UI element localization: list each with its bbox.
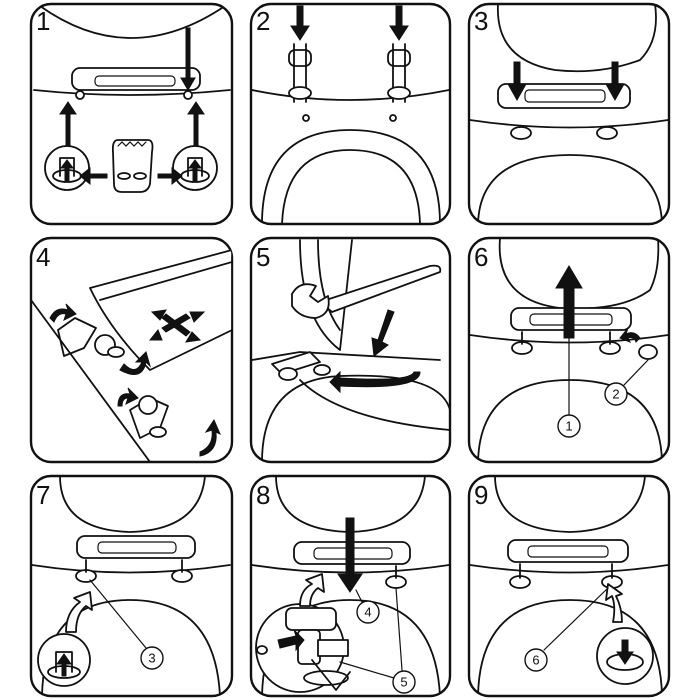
wrench [319,264,442,313]
panel-4: 4 [29,236,234,464]
svg-text:2: 2 [612,387,619,402]
callout-2: 2 [604,382,628,406]
svg-text:4: 4 [364,605,371,620]
step-number: 5 [256,242,270,272]
panel-2: 2 [249,2,452,226]
panel-3: 3 [467,2,671,226]
step-number: 2 [256,6,270,36]
panel-1: 1 [29,2,234,226]
svg-text:5: 5 [400,675,407,690]
callout-6: 6 [524,648,548,672]
callout-3: 3 [140,646,164,670]
panel-8: 4 5 8 [249,474,452,698]
step-number: 7 [36,480,50,510]
svg-text:1: 1 [565,419,572,434]
panel-9: 6 9 [467,474,671,698]
panel-6: 1 2 6 [467,236,671,464]
panel-5: 5 [249,236,452,464]
move-arrows [148,309,206,343]
callout-4: 4 [356,600,380,624]
step-number: 8 [256,480,270,510]
callout-1: 1 [557,414,581,438]
step-number: 3 [474,6,488,36]
step-number: 9 [474,480,488,510]
svg-text:6: 6 [532,653,539,668]
callout-5: 5 [392,670,416,694]
step-number: 1 [36,6,50,36]
panel-7: 3 7 [29,474,234,698]
svg-text:3: 3 [148,651,155,666]
step-number: 6 [474,242,488,272]
step-number: 4 [36,242,50,272]
